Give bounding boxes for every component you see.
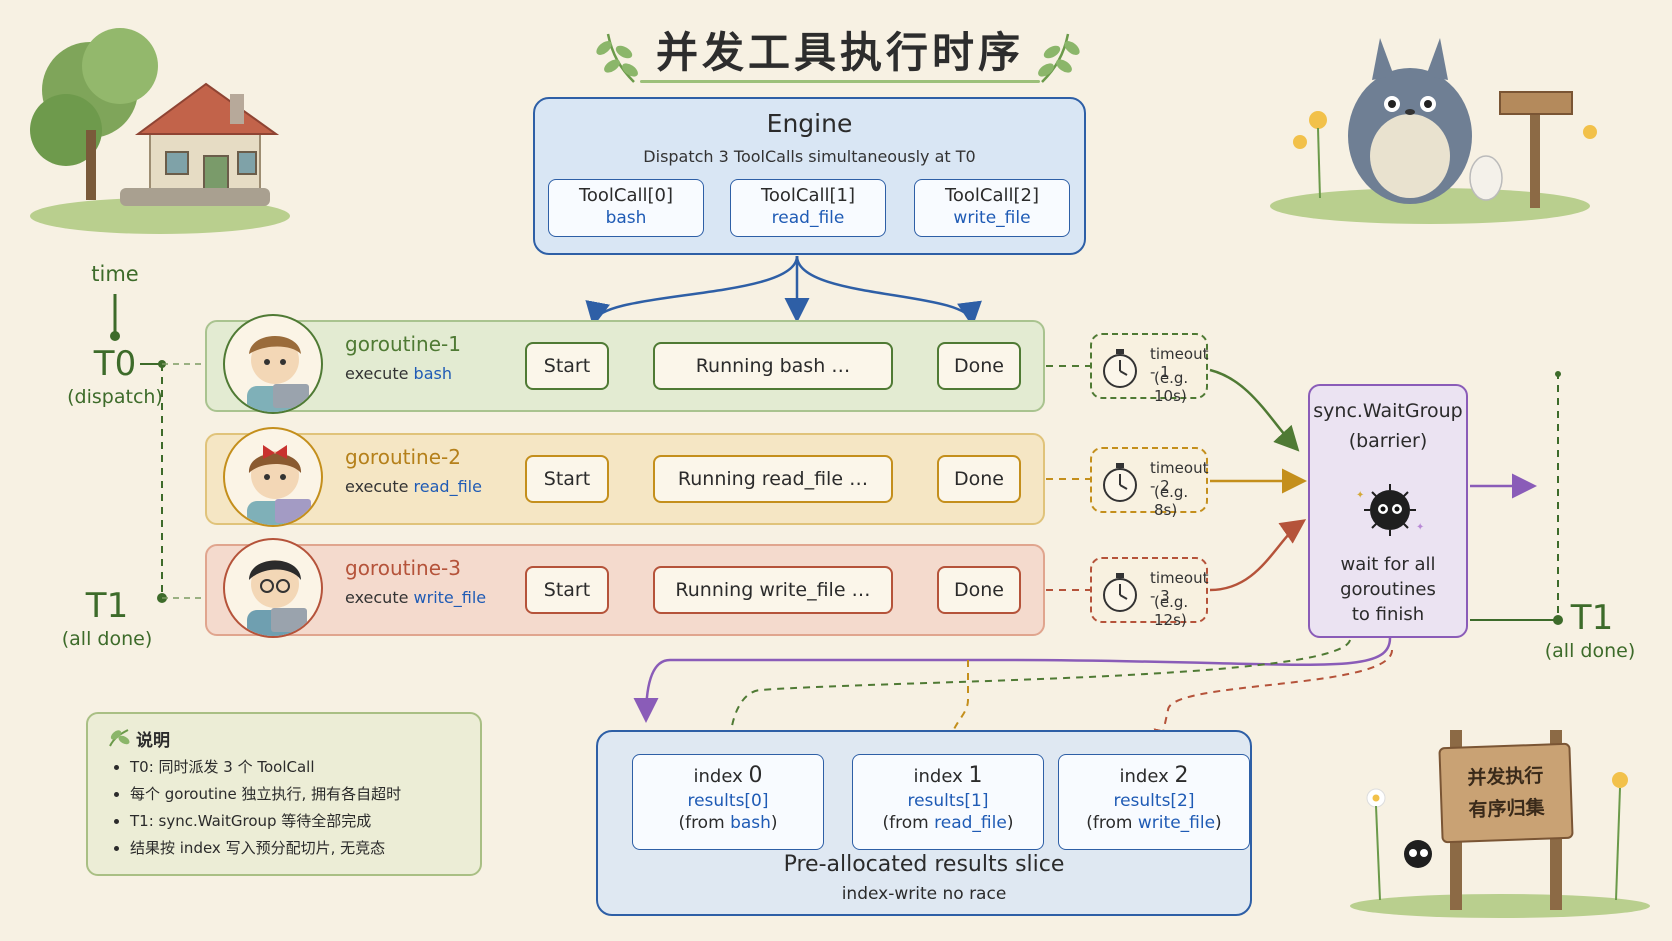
legend-item: T1: sync.WaitGroup 等待全部完成 [130,808,401,835]
t0-sub-label: (dispatch) [67,386,163,408]
legend-title: 说明 [136,731,170,751]
legend-item: 每个 goroutine 独立执行, 拥有各自超时 [130,781,401,808]
goroutine-exec: execute read_file [345,477,482,496]
leaf-icon [109,729,130,747]
result-cell-2: index 2 results[2] (from write_file) [1058,754,1250,850]
goroutine-name: goroutine-3 [345,556,461,580]
legend-item: 结果按 index 写入预分配切片, 无竞态 [130,835,401,862]
svg-text:✦: ✦ [1416,522,1424,533]
goroutine-name: goroutine-1 [345,332,461,356]
done-step: Done [937,455,1021,503]
waitgroup-box: sync.WaitGroup (barrier) ✦ ✦ wait for al… [1308,384,1468,638]
stopwatch-icon [1103,573,1137,612]
waitgroup-subtitle: (barrier) [1348,430,1428,452]
legend-list: T0: 同时派发 3 个 ToolCall 每个 goroutine 独立执行,… [112,754,401,862]
leaf-sprig-icon [1038,33,1080,83]
toolcall-1: ToolCall[1] read_file [730,179,886,237]
results-slice-box: index 0 results[0] (from bash) index 1 r… [596,730,1252,916]
t1-label: T1 [85,586,129,626]
timeout-box-2: timeout - 2 (e.g. 8s) [1090,447,1208,519]
dispatch-arrow-1 [585,255,799,327]
toolcall-2: ToolCall[2] write_file [914,179,1070,237]
timeout-box-3: timeout - 3 (e.g. 12s) [1090,557,1208,629]
goroutine-lane-2: goroutine-2 execute read_file Start Runn… [205,427,1045,527]
totoro-illustration [1270,38,1597,224]
stopwatch-icon [1103,463,1137,502]
running-step: Running bash … [653,342,893,390]
result-cell-1: index 1 results[1] (from read_file) [852,754,1044,850]
signpost-board: 并发执行 有序归集 [1438,742,1574,844]
engine-title: Engine [766,109,853,138]
running-step: Running read_file … [653,455,893,503]
legend-item: T0: 同时派发 3 个 ToolCall [130,754,401,781]
avatar [223,314,323,414]
goroutine-lane-3: goroutine-3 execute write_file Start Run… [205,538,1045,638]
start-step: Start [525,566,609,614]
waitgroup-title: sync.WaitGroup [1313,400,1463,422]
legend-box: 说明 T0: 同时派发 3 个 ToolCall 每个 goroutine 独立… [86,712,482,876]
done-step: Done [937,342,1021,390]
t1-right-label: T1 [1570,598,1614,638]
soot-sprite-icon: ✦ ✦ [1356,484,1424,536]
engine-subtitle: Dispatch 3 ToolCalls simultaneously at T… [643,147,976,166]
goroutine-name: goroutine-2 [345,445,461,469]
results-subtitle: index-write no race [841,884,1007,904]
t0-label: T0 [93,344,137,384]
page-title: 并发工具执行时序 [655,28,1024,77]
engine-box: Engine Dispatch 3 ToolCalls simultaneous… [533,97,1086,255]
avatar [223,427,323,527]
toolcall-0: ToolCall[0] bash [548,179,704,237]
running-step: Running write_file … [653,566,893,614]
results-title: Pre-allocated results slice [783,852,1065,877]
timeout-box-1: timeout - 1 (e.g. 10s) [1090,333,1208,405]
goroutine-exec: execute write_file [345,588,487,607]
avatar [223,538,323,638]
stopwatch-icon [1103,349,1137,388]
leaf-sprig-icon [596,33,638,83]
result-cell-0: index 0 results[0] (from bash) [632,754,824,850]
title-underline [640,80,1040,83]
t1-right-sub-label: (all done) [1544,640,1636,662]
goroutine-lane-1: goroutine-1 execute bash Start Running b… [205,314,1045,414]
cottage-illustration [30,28,290,234]
waitgroup-wait-text: wait for all goroutines to finish [1340,554,1436,625]
time-label: time [91,262,139,286]
start-step: Start [525,342,609,390]
t1-sub-label: (all done) [61,628,153,650]
start-step: Start [525,455,609,503]
svg-text:✦: ✦ [1356,490,1364,501]
goroutine-exec: execute bash [345,364,452,383]
dispatch-arrow-3 [795,255,982,327]
done-step: Done [937,566,1021,614]
